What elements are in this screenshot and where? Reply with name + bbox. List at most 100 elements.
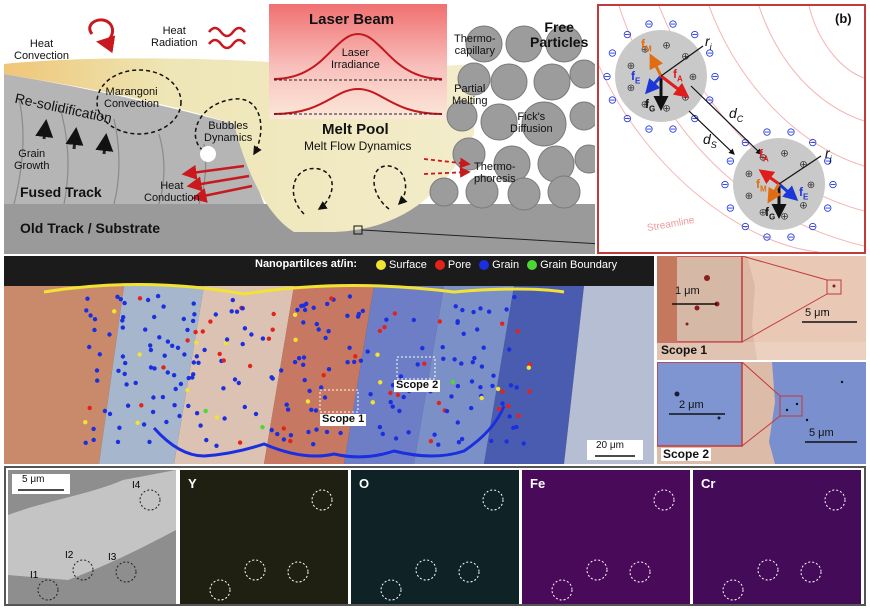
nanoparticle-dot <box>352 359 357 365</box>
nanoparticle-dot <box>181 316 186 322</box>
f-e-label-j: fE <box>799 185 809 202</box>
legend-item: Surface <box>376 259 427 271</box>
d-c-label: dC <box>729 105 744 124</box>
nanoparticle-dot <box>194 354 199 359</box>
legend-item: Pore <box>434 259 471 271</box>
sem-point-label: I4 <box>132 480 141 491</box>
negative-charge-icon: ⊖ <box>690 113 699 125</box>
panel-b-tag: (b) <box>835 11 852 26</box>
negative-charge-icon: ⊖ <box>608 48 617 60</box>
nanoparticle-dot <box>314 427 319 432</box>
r-j-label: rj <box>825 145 832 164</box>
nanoparticle-dot <box>83 420 88 425</box>
nanoparticle-dot <box>444 408 450 414</box>
nanoparticle-dot <box>329 296 334 301</box>
nanoparticle-dot <box>214 443 219 448</box>
eds-map-label: Cr <box>701 476 716 491</box>
scope1-title: Scope 1 <box>661 343 708 357</box>
nanoparticle-dot <box>459 361 464 366</box>
nanoparticle-dot <box>91 437 96 443</box>
nanoparticle-dot <box>281 437 287 442</box>
nanoparticle-dot <box>192 312 197 317</box>
nanoparticle-dot <box>203 408 208 414</box>
nanoparticle-dot <box>271 311 276 317</box>
eds-point-circle <box>380 579 402 601</box>
nanoparticle-dot <box>325 301 330 307</box>
scope2-scale: 5 μm <box>809 427 834 439</box>
nanoparticle-dot <box>479 364 485 369</box>
scope1-scale: 5 μm <box>805 307 830 319</box>
negative-charge-icon: ⊖ <box>668 18 677 30</box>
nanoparticle-dot <box>382 325 387 330</box>
negative-charge-icon: ⊖ <box>608 94 617 106</box>
nanoparticle-dot <box>512 294 517 300</box>
legend-label: Grain <box>492 259 520 271</box>
nanoparticle-dot <box>461 331 466 336</box>
nanoparticle-dot <box>260 425 265 430</box>
nanoparticle-dot <box>269 375 274 380</box>
negative-charge-icon: ⊖ <box>741 137 750 149</box>
sem-point-label: I2 <box>65 550 74 561</box>
nanoparticle-dot <box>301 355 307 360</box>
sem-point-circle <box>139 489 161 511</box>
nanoparticle-dot <box>148 343 153 348</box>
positive-charge-icon: ⊕ <box>641 44 649 55</box>
nanoparticle-dot <box>392 311 397 316</box>
nanoparticle-dot <box>230 297 235 303</box>
negative-charge-icon: ⊖ <box>705 48 714 60</box>
partial-melting-label: Partial Melting <box>452 83 488 107</box>
nanoparticle-dot <box>85 296 90 301</box>
nanoparticle-dot <box>375 352 380 357</box>
nanoparticle-dot <box>155 293 161 299</box>
nanoparticle-dot <box>338 430 343 436</box>
nanoparticle-dot <box>514 385 519 390</box>
nanoparticle-dot <box>182 352 187 357</box>
nanoparticle-dot <box>84 308 89 313</box>
negative-charge-icon: ⊖ <box>823 202 832 214</box>
positive-charge-icon: ⊕ <box>799 159 807 170</box>
positive-charge-icon: ⊕ <box>745 191 753 202</box>
eds-point-circle <box>244 559 266 581</box>
irradiance-curve-top <box>273 32 443 80</box>
nanoparticle-dot <box>123 360 128 366</box>
nanoparticle-dot <box>472 355 477 361</box>
legend: Surface Pore Grain Grain Boundary <box>376 259 617 271</box>
nanoparticle-dot <box>92 327 97 333</box>
nanoparticle-dot <box>165 370 170 375</box>
nanoparticle-dot <box>288 438 293 444</box>
nanoparticle-dot <box>504 439 509 444</box>
sem-point-circle <box>72 559 94 581</box>
nanoparticle-dot <box>200 329 205 334</box>
nanoparticle-dot <box>115 294 120 299</box>
negative-charge-icon: ⊖ <box>644 18 653 30</box>
scope2-title: Scope 2 <box>661 447 712 461</box>
nanoparticle-dot <box>133 380 138 386</box>
particle-forces-svg: ⊖⊖⊖⊖⊖⊖⊖⊖⊖⊖⊖⊖⊖⊖⊕⊕⊕⊕⊕⊕⊕⊕⊕⊖⊖⊖⊖⊖⊖⊖⊖⊖⊖⊖⊖⊖⊖⊕⊕⊕… <box>599 6 864 252</box>
particle-forces-panel: ⊖⊖⊖⊖⊖⊖⊖⊖⊖⊖⊖⊖⊖⊖⊕⊕⊕⊕⊕⊕⊕⊕⊕⊖⊖⊖⊖⊖⊖⊖⊖⊖⊖⊖⊖⊖⊖⊕⊕⊕… <box>597 4 866 254</box>
nanoparticle-dot <box>323 335 328 341</box>
grain-growth-arrows <box>35 119 114 155</box>
positive-charge-icon: ⊕ <box>759 152 767 163</box>
legend-swatch <box>479 260 490 270</box>
nanoparticle-dot <box>360 308 365 314</box>
nanoparticle-dot <box>91 426 96 432</box>
legend-label: Grain Boundary <box>540 259 618 271</box>
process-schematic-panel: Heat Convection Heat Radiation Laser Bea… <box>4 4 595 254</box>
nanoparticle-dot <box>469 405 474 411</box>
nanoparticle-dot <box>292 312 298 317</box>
nanoparticle-dot <box>500 321 505 326</box>
nanoparticle-dot <box>178 381 184 387</box>
nanoparticle-dot <box>284 402 289 407</box>
nanoparticle-dot <box>92 317 98 322</box>
nanoparticle-dot <box>204 437 209 443</box>
nanoparticle-dot <box>516 413 521 418</box>
nanoparticle-dot <box>177 413 182 419</box>
process-schematic-svg <box>4 4 595 254</box>
negative-charge-icon: ⊖ <box>786 126 795 138</box>
scalebar-bg <box>587 440 643 460</box>
thermocapillary-label: Thermo- capillary <box>454 33 496 57</box>
distance-lines <box>660 45 822 185</box>
eds-point-circle <box>209 579 231 601</box>
nanoparticle-dot <box>411 317 416 323</box>
